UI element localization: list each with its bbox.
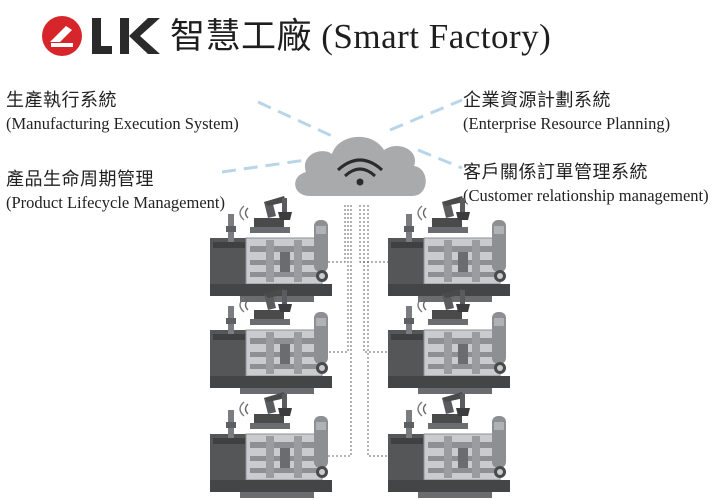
plm-name-en: (Product Lifecycle Management) <box>6 193 225 212</box>
logo-letter-k-arms <box>129 18 160 54</box>
plm-label: 產品生命周期管理 (Product Lifecycle Management) <box>6 167 225 215</box>
signal-mes <box>257 100 333 138</box>
logo-swirl <box>50 26 72 42</box>
page-title: 智慧工廠 (Smart Factory) <box>170 17 552 56</box>
machine-left-2 <box>209 287 333 395</box>
signal-erp <box>389 98 463 132</box>
crm-name-en: (Customer relationship management) <box>463 186 709 205</box>
signal-crm <box>417 148 463 170</box>
wifi-dot <box>356 178 364 186</box>
signal-plm <box>221 158 307 174</box>
wifi-arc-outer <box>336 158 384 172</box>
logo-bar <box>51 43 73 47</box>
plm-name-zh: 產品生命周期管理 <box>6 169 154 189</box>
lk-logo: LK <box>42 16 160 56</box>
erp-label: 企業資源計劃系統 (Enterprise Resource Planning) <box>463 88 670 136</box>
crm-name-zh: 客戶關係訂單管理系統 <box>463 162 648 182</box>
signal-lines <box>221 98 463 174</box>
logo-letter-l-foot <box>92 46 112 54</box>
erp-name-zh: 企業資源計劃系統 <box>463 90 611 110</box>
mes-name-en: (Manufacturing Execution System) <box>6 114 239 133</box>
cloud-wifi-icon <box>295 136 426 196</box>
wifi-arc-mid <box>343 167 377 178</box>
erp-name-en: (Enterprise Resource Planning) <box>463 114 671 133</box>
logo-letter-l <box>92 18 101 54</box>
machine-right-2 <box>387 287 511 395</box>
machine-right-1 <box>387 195 511 303</box>
logo-letter-k-stem <box>120 18 129 54</box>
machine-left-1 <box>209 195 333 303</box>
network-lines <box>318 205 396 457</box>
machine-right-3 <box>387 391 511 499</box>
mes-label: 生產執行系統 (Manufacturing Execution System) <box>6 88 239 136</box>
mes-name-zh: 生產執行系統 <box>6 90 117 110</box>
crm-label: 客戶關係訂單管理系統 (Customer relationship manage… <box>463 160 709 208</box>
machine-left-3 <box>209 391 333 499</box>
